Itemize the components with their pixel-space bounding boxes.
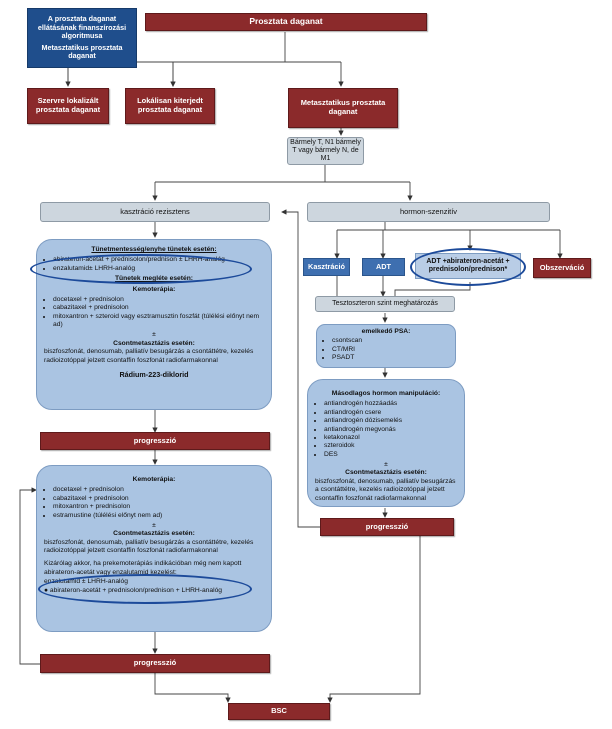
algorithm-subtitle: Metasztatikus prosztata daganat — [41, 43, 123, 61]
node-castration-resistant: kasztráció rezisztens — [40, 202, 270, 222]
secondary-heading: Másodlagos hormon manipuláció: — [331, 390, 441, 397]
list-item: cabazitaxel + prednisolon — [53, 304, 264, 312]
list-item: PSADT — [332, 354, 449, 362]
chemotherapy-heading: Kemoterápia: — [132, 285, 176, 293]
list-item: szteroidok — [324, 442, 457, 450]
bone-metastasis-text: biszfoszfonát, denosumab, palliatív besu… — [44, 538, 254, 554]
node-observation: Obszerváció — [533, 258, 591, 278]
node-testosterone: Tesztoszteron szint meghatározás — [315, 296, 455, 312]
node-prostate-cancer: Prosztata daganat — [145, 13, 427, 31]
list-item: docetaxel + prednisolon — [53, 296, 264, 304]
list-item: docetaxel + prednisolon — [53, 486, 264, 494]
node-metastatic: Metasztatikus prosztata daganat — [288, 88, 398, 128]
asymptomatic-heading: Tünetmentesség/enyhe tünetek esetén: — [91, 246, 217, 253]
highlight-oval — [38, 574, 252, 604]
list-item: csontscan — [332, 337, 449, 345]
bone-metastasis-heading: Csontmetasztázis esetén: — [113, 339, 195, 347]
node-castration: Kasztráció — [303, 258, 350, 276]
node-bsc: BSC — [228, 703, 330, 720]
list-item: antiandrogén dózisemelés — [324, 417, 457, 425]
list-item: antiandrogén csere — [324, 409, 457, 417]
algorithm-title-box: A prosztata daganat ellátásának finanszí… — [27, 8, 137, 68]
list-item: CT/MRI — [332, 346, 449, 354]
bone-metastasis-heading: Csontmetasztázis esetén: — [345, 469, 427, 477]
panel-rising-psa: emelkedő PSA: csontscan CT/MRI PSADT — [316, 324, 456, 368]
plus-minus: ± — [152, 331, 156, 339]
highlight-oval — [30, 254, 252, 284]
node-adt: ADT — [362, 258, 405, 276]
list-item: mitoxantron + prednisolon — [53, 503, 264, 511]
condition-text: Kizárólag akkor, ha prekemoterápiás indi… — [44, 560, 242, 576]
radium-heading: Rádium-223-diklorid — [119, 369, 189, 379]
panel-post-progression-treatment: Kemoterápia: docetaxel + prednisolon cab… — [36, 465, 272, 632]
node-progression-2: progresszió — [40, 654, 270, 673]
node-criteria: Bármely T, N1 bármely T vagy bármely N, … — [287, 137, 364, 165]
bone-metastasis-text: biszfoszfonát, denosumab, palliatív besu… — [44, 348, 254, 364]
plus-minus: ± — [152, 521, 156, 529]
list-item: estramustine (túlélési előnyt nem ad) — [53, 512, 264, 520]
panel-secondary-hormone: Másodlagos hormon manipuláció: antiandro… — [307, 379, 465, 507]
list-item: mitoxantron + szteroid vagy esztramuszti… — [53, 313, 264, 330]
node-locally-advanced: Lokálisan kiterjedt prosztata daganat — [125, 88, 215, 124]
list-item: antiandrogén megvonás — [324, 426, 457, 434]
list-item: antiandrogén hozzáadás — [324, 400, 457, 408]
rising-psa-heading: emelkedő PSA: — [361, 328, 411, 335]
node-localized: Szervre lokalizált prosztata daganat — [27, 88, 109, 124]
plus-minus: ± — [384, 461, 388, 468]
algorithm-title: A prosztata daganat ellátásának finanszí… — [37, 14, 127, 40]
bone-metastasis-heading: Csontmetasztázis esetén: — [113, 530, 195, 538]
chemotherapy-heading: Kemoterápia: — [132, 476, 176, 483]
node-progression-3: progresszió — [320, 518, 454, 536]
highlight-oval — [410, 248, 526, 286]
node-hormone-sensitive: hormon-szenzitív — [307, 202, 550, 222]
list-item: cabazitaxel + prednisolon — [53, 495, 264, 503]
node-progression-1: progresszió — [40, 432, 270, 450]
bone-metastasis-text: biszfoszfonát, denosumab, palliatív besu… — [315, 477, 456, 502]
list-item: DES — [324, 451, 457, 459]
list-item: ketakonazol — [324, 434, 457, 442]
